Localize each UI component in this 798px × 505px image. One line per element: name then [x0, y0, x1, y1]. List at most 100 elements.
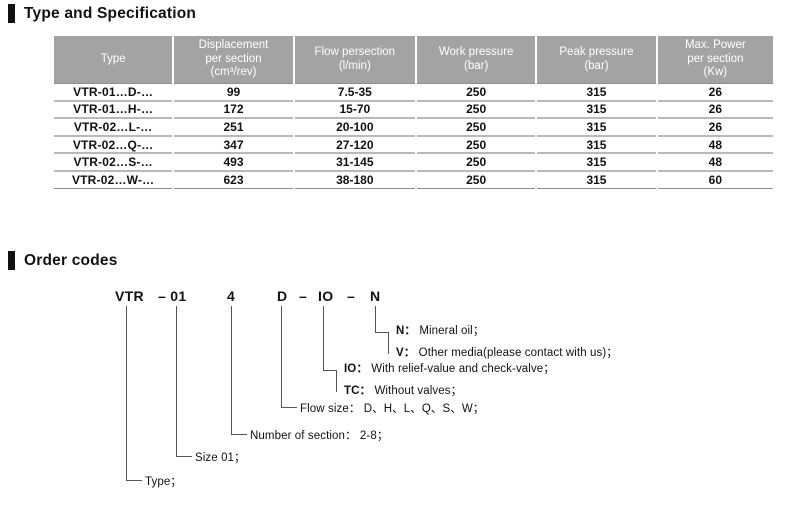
header-line-2: (bar) [584, 59, 609, 72]
cell-peak-pressure: 315 [537, 83, 656, 101]
cell-type: VTR-01…H-… [54, 100, 173, 119]
header-line-2: (bar) [464, 59, 489, 72]
annotation-number-of-section: Number of section： 2-8； [250, 430, 389, 442]
table-row: VTR-02…Q-… 347 27-120 250 315 48 [54, 135, 773, 154]
leader-elbow-flow-size [281, 306, 297, 408]
annotation-media-other: V： Other media(please contact with us)； [396, 344, 618, 360]
table-row: VTR-01…D-… 99 7.5-35 250 315 26 [54, 83, 773, 101]
order-token-type: VTR [115, 288, 144, 304]
header-line-3: (cm³/rev) [210, 66, 257, 79]
annotation-key-io: IO： [344, 363, 368, 375]
cell-flow: 20-100 [294, 118, 415, 136]
annotation-type: Type； [145, 476, 182, 488]
cell-work-pressure: 250 [416, 100, 536, 119]
cell-work-pressure: 250 [416, 118, 536, 136]
annotation-text-io: With relief-value and check-valve； [371, 363, 555, 375]
cell-peak-pressure: 315 [537, 153, 656, 171]
header-line-1: Peak pressure [559, 45, 634, 58]
order-token-size: – 01 [158, 288, 187, 304]
cell-type: VTR-02…S-… [54, 153, 173, 171]
header-line-2: (l/min) [338, 59, 371, 72]
cell-work-pressure: 250 [416, 170, 536, 189]
annotation-valve-with-relief: IO： With relief-value and check-valve； [344, 360, 555, 376]
leader-line-valve [323, 306, 324, 370]
cell-flow: 7.5-35 [294, 83, 415, 101]
column-header-work-pressure: Work pressure (bar) [416, 36, 536, 83]
cell-displacement: 172 [174, 100, 293, 119]
header-line-3: (Kw) [703, 66, 728, 79]
annotation-text-n: Mineral oil； [419, 325, 485, 337]
cell-flow: 27-120 [294, 135, 415, 154]
cell-type: VTR-02…W-… [54, 170, 173, 189]
cell-max-power: 26 [657, 83, 773, 101]
leader-elbow-size [176, 306, 192, 457]
annotation-media-mineral-oil: N： Mineral oil； [396, 322, 484, 338]
leader-line-valve-tc [336, 370, 337, 392]
header-line-2: per section [687, 52, 744, 65]
cell-type: VTR-02…Q-… [54, 135, 173, 154]
table-row: VTR-01…H-… 172 15-70 250 315 26 [54, 100, 773, 119]
cell-max-power: 48 [657, 153, 773, 171]
cell-max-power: 60 [657, 170, 773, 189]
column-header-peak-pressure: Peak pressure (bar) [537, 36, 656, 83]
table-row: VTR-02…S-… 493 31-145 250 315 48 [54, 153, 773, 171]
cell-peak-pressure: 315 [537, 118, 656, 136]
order-token-flow-size: D [277, 288, 288, 304]
cell-peak-pressure: 315 [537, 170, 656, 189]
cell-type: VTR-01…D-… [54, 83, 173, 101]
annotation-flow-size: Flow size： D、H、L、Q、S、W； [300, 403, 485, 415]
section-title-specification: Type and Specification [24, 4, 197, 22]
leader-elbow-number-of-section [231, 306, 247, 435]
leader-elbow-valve-io [323, 344, 337, 371]
annotation-key-v: V： [396, 347, 416, 359]
annotation-key-tc: TC： [344, 385, 372, 397]
column-header-type: Type [54, 36, 173, 83]
header-line-1: Type [100, 52, 126, 65]
cell-flow: 15-70 [294, 100, 415, 119]
header-line-2: per section [205, 52, 262, 65]
section-accent-bar [8, 4, 15, 23]
cell-displacement: 99 [174, 83, 293, 101]
order-token-dash-2: – [347, 288, 356, 304]
table-row: VTR-02…L-… 251 20-100 250 315 26 [54, 118, 773, 136]
cell-peak-pressure: 315 [537, 135, 656, 154]
order-token-sections: 4 [227, 288, 236, 304]
column-header-displacement: Displacement per section (cm³/rev) [174, 36, 293, 83]
order-token-dash-1: – [299, 288, 308, 304]
annotation-valve-without: TC： Without valves； [344, 382, 462, 398]
header-line-1: Max. Power [684, 39, 746, 52]
section-accent-bar [8, 251, 15, 270]
table-row: VTR-02…W-… 623 38-180 250 315 60 [54, 170, 773, 189]
cell-work-pressure: 250 [416, 153, 536, 171]
header-line-1: Displacement [198, 39, 269, 52]
order-code-diagram: VTR – 01 4 D – IO – N N： Mineral oil； V：… [0, 270, 798, 505]
order-token-valve: IO [318, 288, 334, 304]
section-title-order-codes: Order codes [24, 251, 118, 269]
annotation-text-tc: Without valves； [374, 385, 463, 397]
column-header-flow: Flow persection (l/min) [294, 36, 415, 83]
leader-elbow-type [126, 306, 142, 481]
cell-displacement: 347 [174, 135, 293, 154]
annotation-text-v: Other media(please contact with us)； [418, 347, 618, 359]
cell-displacement: 251 [174, 118, 293, 136]
table-header-row: Type Displacement per section (cm³/rev) … [54, 36, 773, 83]
cell-peak-pressure: 315 [537, 100, 656, 119]
section-heading-specification: Type and Specification [8, 4, 196, 23]
cell-work-pressure: 250 [416, 83, 536, 101]
cell-max-power: 26 [657, 100, 773, 119]
section-heading-order-codes: Order codes [8, 251, 118, 270]
cell-max-power: 48 [657, 135, 773, 154]
column-header-max-power: Max. Power per section (Kw) [657, 36, 773, 83]
cell-work-pressure: 250 [416, 135, 536, 154]
order-token-media: N [370, 288, 381, 304]
cell-flow: 38-180 [294, 170, 415, 189]
cell-displacement: 493 [174, 153, 293, 171]
specification-table: Type Displacement per section (cm³/rev) … [52, 36, 775, 189]
leader-line-media-v [388, 332, 389, 354]
cell-displacement: 623 [174, 170, 293, 189]
cell-type: VTR-02…L-… [54, 118, 173, 136]
annotation-key-n: N： [396, 325, 417, 337]
cell-max-power: 26 [657, 118, 773, 136]
annotation-size: Size 01； [195, 452, 246, 464]
header-line-1: Work pressure [438, 45, 514, 58]
